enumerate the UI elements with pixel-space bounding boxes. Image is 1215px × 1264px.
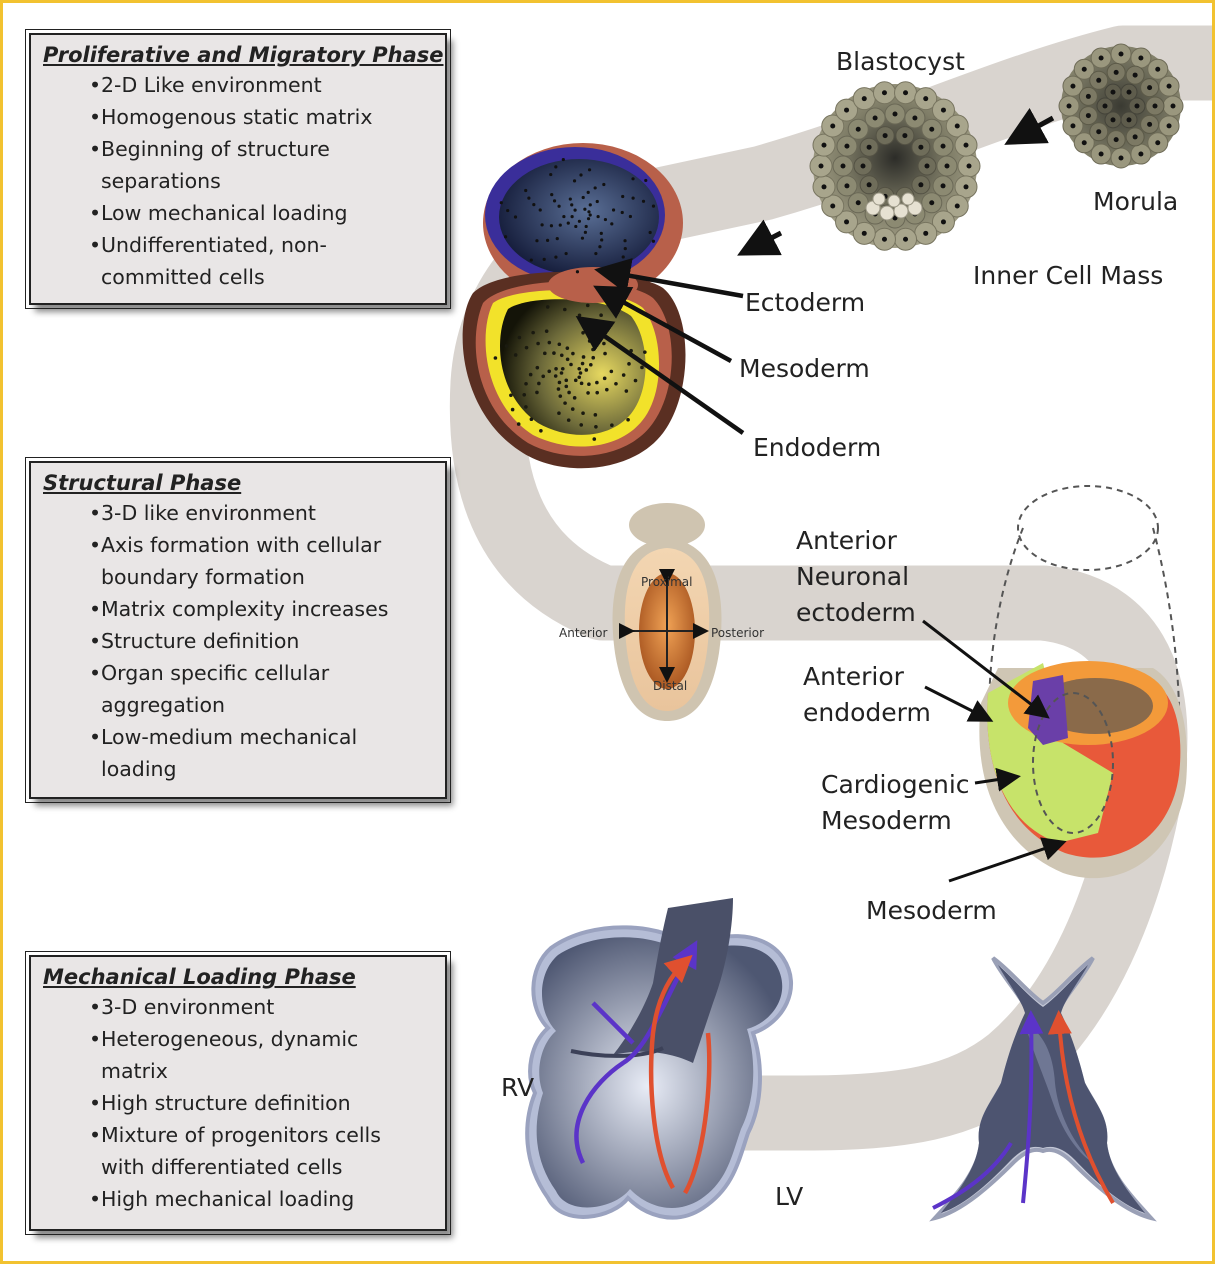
phase-bullet: Low-medium mechanical loading <box>89 721 391 785</box>
phase-bullet: Undifferentiated, non-committed cells <box>89 229 361 293</box>
phase-title: Mechanical Loading Phase <box>43 965 435 989</box>
phase-bullet: Matrix complexity increases <box>89 593 435 625</box>
phase-bullet: 3-D environment <box>89 991 435 1023</box>
phase-bullet: Axis formation with cellular boundary fo… <box>89 529 411 593</box>
phase-bullet: Structure definition <box>89 625 435 657</box>
label-mesoderm-bottom: Mesoderm <box>866 898 997 923</box>
phase-bullet: 2-D Like environment <box>89 69 435 101</box>
label-mesoderm-top: Mesoderm <box>739 356 870 381</box>
label-lv: LV <box>775 1184 803 1209</box>
phase-box-mechanical-loading: Mechanical Loading Phase 3-D environment… <box>29 955 447 1231</box>
looped-heart <box>527 898 791 1218</box>
label-inner-cell-mass: Inner Cell Mass <box>973 263 1163 288</box>
phase-bullet: Mixture of progenitors cells with differ… <box>89 1119 411 1183</box>
axis-label-anterior: Anterior <box>559 627 607 639</box>
phase-bullet: Low mechanical loading <box>89 197 435 229</box>
phase-bullet: Heterogeneous, dynamic matrix <box>89 1023 371 1087</box>
phase-bullet: High mechanical loading <box>89 1183 435 1215</box>
label-blastocyst: Blastocyst <box>836 49 965 74</box>
phase-bullet: High structure definition <box>89 1087 435 1119</box>
germ-layer-embryo <box>463 143 686 468</box>
phase-bullet: Organ specific cellular aggregation <box>89 657 361 721</box>
label-cardiogenic-mesoderm: Cardiogenic Mesoderm <box>821 767 970 839</box>
label-ectoderm: Ectoderm <box>745 290 865 315</box>
label-endoderm: Endoderm <box>753 435 881 460</box>
blastocyst-to-germ-layers-arrow <box>746 233 781 251</box>
label-anterior-neuronal-ectoderm: Anterior Neuronal ectoderm <box>796 523 916 631</box>
cardiac-crescent-embryo <box>979 486 1187 878</box>
label-rv: RV <box>501 1075 534 1100</box>
phase-bullet: 3-D like environment <box>89 497 435 529</box>
phase-title: Proliferative and Migratory Phase <box>43 43 435 67</box>
phase-box-structural: Structural Phase 3-D like environment Ax… <box>29 461 447 799</box>
phase-bullet: Beginning of structure separations <box>89 133 361 197</box>
label-morula: Morula <box>1093 189 1178 214</box>
axis-label-distal: Distal <box>653 680 687 692</box>
phase-bullet: Homogenous static matrix <box>89 101 435 133</box>
label-anterior-endoderm: Anterior endoderm <box>803 659 931 731</box>
axis-label-posterior: Posterior <box>711 627 764 639</box>
phase-box-proliferative: Proliferative and Migratory Phase 2-D Li… <box>29 33 447 305</box>
phase-title: Structural Phase <box>43 471 435 495</box>
axis-label-proximal: Proximal <box>641 576 692 588</box>
